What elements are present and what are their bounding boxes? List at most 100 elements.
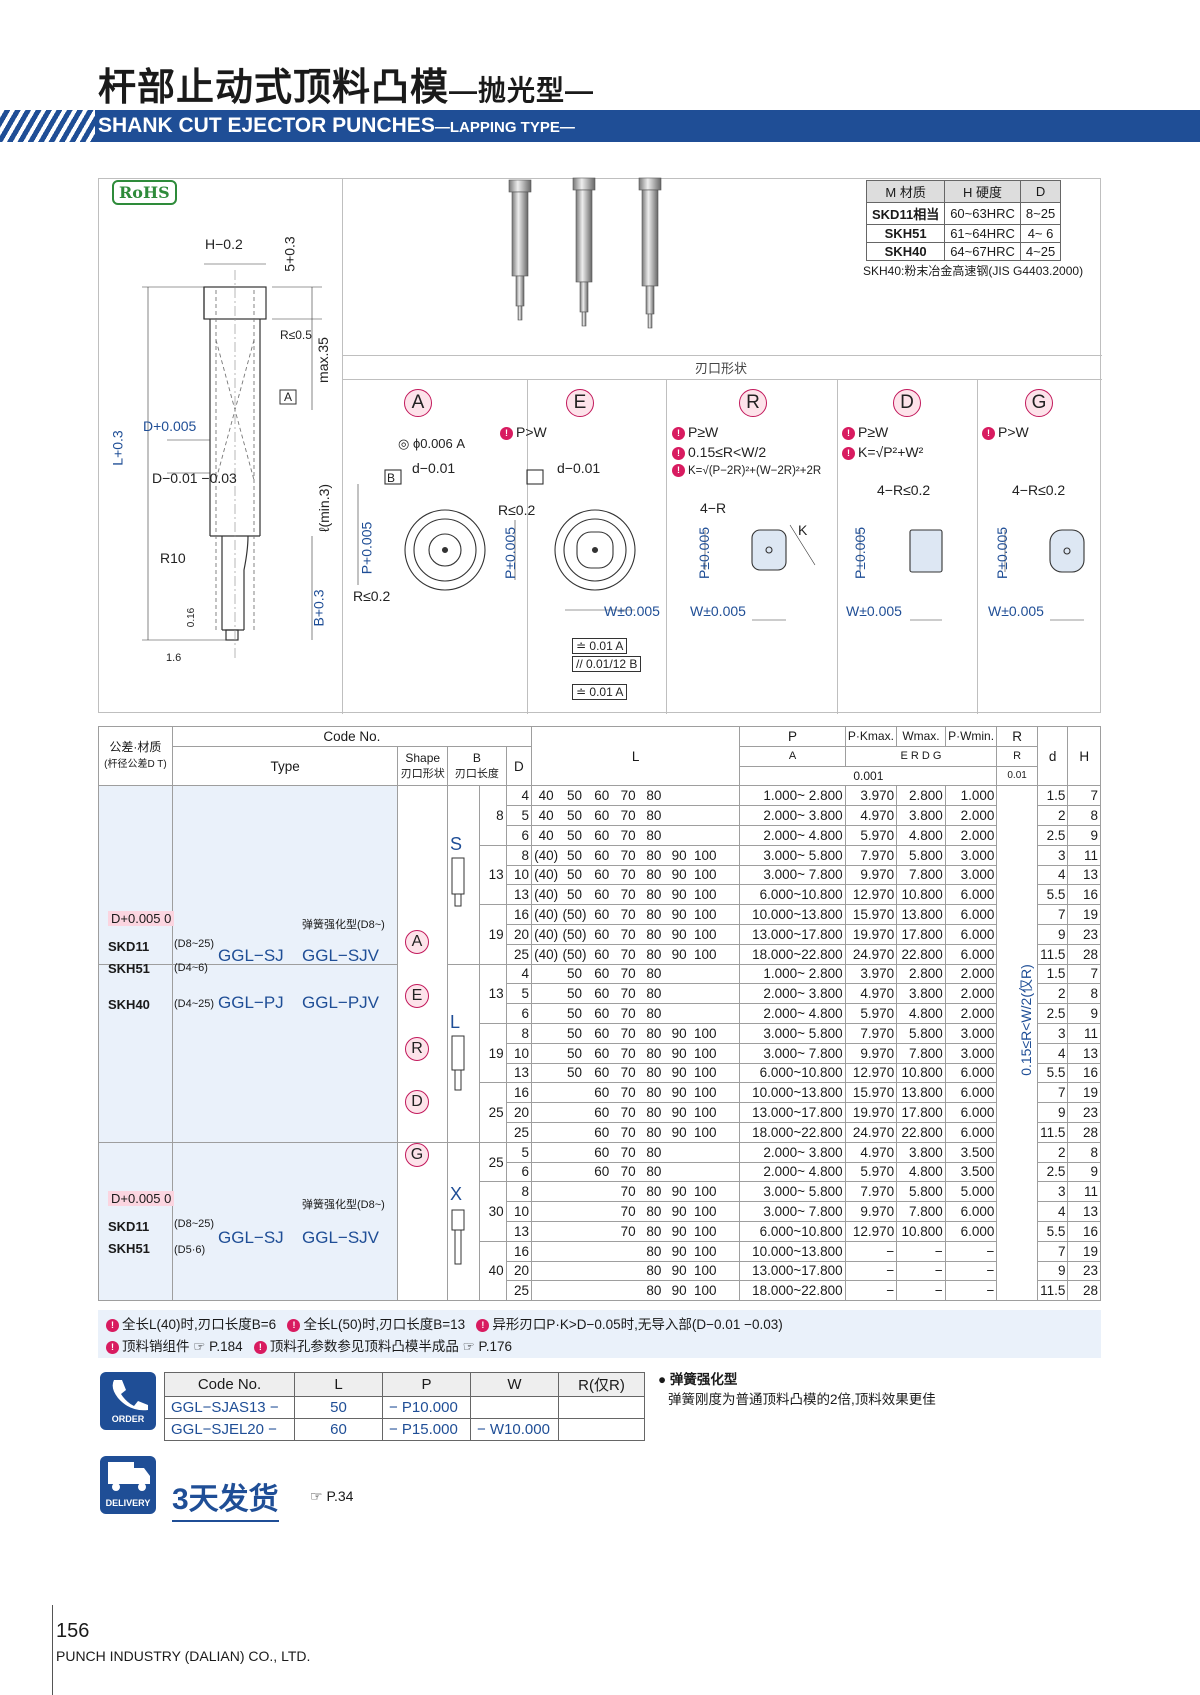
l-value (718, 1240, 740, 1262)
l-value (666, 1161, 692, 1183)
l-value: 100 (691, 1062, 719, 1084)
l-value: 80 (641, 1062, 667, 1084)
l-value: 50 (560, 963, 589, 985)
order-w[interactable]: − W10.000 (470, 1418, 559, 1441)
order-code[interactable]: GGL−SJAS13 − (164, 1396, 295, 1419)
l-value: 50 (560, 1022, 589, 1044)
tol-box-2: // 0.01/12 B (572, 656, 642, 672)
group2-type2-pre: (D5·6) (174, 1244, 206, 1256)
h-value: 28 (1067, 1121, 1101, 1143)
notes-line-1: !全长L(40)时,刃口长度B=6 !全长L(50)时,刃口长度B=13 !异形… (106, 1314, 1093, 1336)
wmax-value: 17.800 (896, 1102, 946, 1123)
note-link[interactable]: 顶料孔参数参见顶料凸模半成品 ☞ P.176 (269, 1339, 513, 1354)
pk-value: 15.970 (844, 904, 898, 925)
l-value (560, 1102, 589, 1123)
d-small-value: 2 (1036, 805, 1069, 826)
mat-name: SKH40 (865, 242, 946, 261)
group1-type2-pre: (D4~6) (174, 962, 208, 974)
l-value: 50 (560, 805, 589, 826)
pk-value: 12.970 (844, 884, 898, 906)
l-value: 50 (560, 824, 589, 846)
spec-table-wrap: 公差·材质(杆径公差D T) Code No. L P P·Kmax. Wmax… (98, 725, 1101, 1302)
order-l[interactable]: 50 (294, 1396, 383, 1419)
order-r[interactable] (558, 1396, 645, 1419)
l-value: 50 (560, 864, 589, 886)
l-value: 80 (641, 1280, 667, 1302)
order-hdr-l: L (294, 1372, 383, 1397)
order-w[interactable] (470, 1396, 559, 1419)
info-icon: ! (842, 427, 855, 440)
group2-spring: 弹簧强化型(D8~) (302, 1199, 385, 1211)
pk-value: 12.970 (844, 1062, 898, 1084)
d-value: 10 (505, 1042, 532, 1064)
l-value: (50) (560, 904, 589, 925)
dim-r-w: W±0.005 (690, 603, 746, 619)
l-value: 90 (666, 1201, 692, 1222)
pk-value: 19.970 (844, 923, 898, 945)
group1-type-cell (171, 963, 399, 1143)
dim-max35: max.35 (314, 337, 331, 383)
p-value: 3.000~ 7.800 (739, 1042, 846, 1064)
l-value: 100 (691, 1042, 719, 1064)
d-value: 8 (505, 844, 532, 866)
pk-value: − (844, 1260, 898, 1282)
wmax-value: − (896, 1280, 946, 1302)
l-value: 80 (641, 1201, 667, 1222)
p-value: 3.000~ 7.800 (739, 1201, 846, 1222)
pw-value: 6.000 (944, 1121, 998, 1143)
h-value: 11 (1067, 844, 1101, 866)
p-value: 2.000~ 3.800 (739, 805, 846, 826)
note-link[interactable]: 顶料销组件 ☞ P.184 (122, 1339, 243, 1354)
l-value: 50 (560, 1003, 589, 1024)
l-value (718, 1220, 740, 1242)
d-value: 16 (505, 1082, 532, 1104)
order-icon-label: ORDER (111, 1414, 145, 1424)
hdr-unit-r: 0.01 (996, 765, 1038, 787)
order-r[interactable] (558, 1418, 645, 1441)
d-small-value: 2 (1036, 1141, 1069, 1163)
delivery-ref-link[interactable]: ☞ P.34 (310, 1488, 354, 1504)
info-icon: ! (287, 1319, 301, 1332)
l-value: 100 (691, 1280, 719, 1302)
order-l[interactable]: 60 (294, 1418, 383, 1441)
l-value (718, 1161, 740, 1183)
d-value: 25 (505, 1280, 532, 1302)
order-code[interactable]: GGL−SJEL20 − (164, 1418, 295, 1441)
l-value (718, 1042, 740, 1064)
d-value: 10 (505, 1201, 532, 1222)
l-value: 100 (691, 1082, 719, 1104)
hdr-r: R (996, 726, 1038, 747)
pw-value: 6.000 (944, 1220, 998, 1242)
l-value (531, 1260, 561, 1282)
l-value: 100 (691, 884, 719, 906)
order-p[interactable]: − P15.000 (382, 1418, 471, 1441)
d-value: 13 (505, 1062, 532, 1084)
l-value: 40 (531, 824, 561, 846)
wmax-value: 4.800 (896, 1161, 946, 1183)
order-p[interactable]: − P10.000 (382, 1396, 471, 1419)
group2-mat: SKD11 (108, 1219, 150, 1234)
material-note: SKH40:粉末冶金高速钢(JIS G4403.2000) (863, 264, 1084, 278)
l-value: 70 (614, 1003, 642, 1024)
shape-label-g: G (1025, 389, 1053, 417)
order-row[interactable]: GGL−SJAS13 − 50 − P10.000 (164, 1396, 645, 1419)
l-value (531, 963, 561, 985)
l-value: 80 (641, 1121, 667, 1143)
h-value: 13 (1067, 1042, 1101, 1064)
h-value: 23 (1067, 1260, 1101, 1282)
l-value (560, 1280, 589, 1302)
d-value: 6 (505, 824, 532, 846)
l-value: 90 (666, 844, 692, 866)
p-value: 2.000~ 3.800 (739, 983, 846, 1005)
p-value: 1.000~ 2.800 (739, 963, 846, 985)
d-value: 6 (505, 1161, 532, 1183)
order-row[interactable]: GGL−SJEL20 − 60 − P15.000 − W10.000 (164, 1418, 645, 1441)
p-value: 13.000~17.800 (739, 923, 846, 945)
